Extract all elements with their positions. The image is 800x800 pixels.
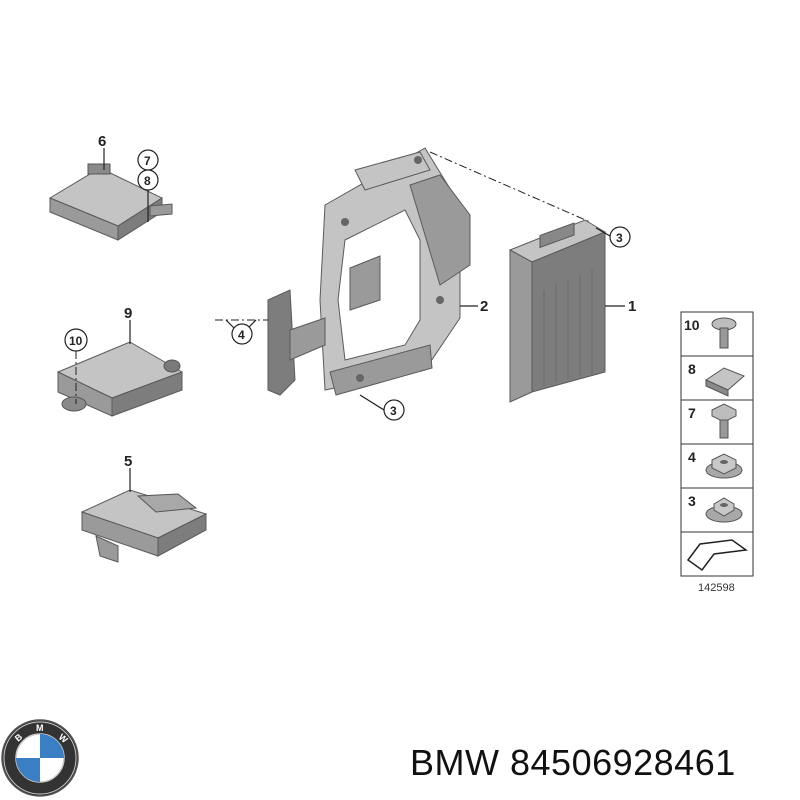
part-2-bracket: [267, 147, 471, 396]
callout-3a: 3: [616, 231, 623, 245]
callout-4-circle: [231, 323, 253, 345]
nut-icon: [705, 497, 743, 523]
clip-nut-icon: [704, 367, 745, 397]
callout-1: 1: [628, 298, 636, 315]
svg-text:B: B: [13, 731, 25, 743]
callout-8: 8: [144, 174, 151, 188]
callout-3a-circle: [609, 226, 631, 248]
part-1-control-unit: [508, 219, 607, 403]
legend-item-4: 4: [688, 449, 696, 465]
callout-4: 4: [238, 328, 245, 342]
footer-part-label: BMW 84506928461: [410, 742, 736, 784]
callout-7: 7: [144, 154, 151, 168]
bmw-logo: B M W: [1, 719, 79, 797]
part-5-module: [80, 489, 208, 563]
legend-item-7: 7: [688, 405, 696, 421]
bolt-icon: [711, 403, 737, 439]
screw-icon: [711, 317, 737, 349]
callout-10: 10: [69, 334, 83, 348]
callout-5: 5: [124, 453, 132, 470]
part-6-module: [48, 163, 173, 241]
diagram-ref-number: 142598: [698, 582, 735, 594]
callout-9: 9: [124, 305, 132, 322]
legend-item-10: 10: [684, 317, 700, 333]
part-9-module: [56, 341, 184, 417]
callout-3b-circle: [383, 399, 405, 421]
footer-part-number: 84506928461: [510, 742, 736, 783]
footer-brand: BMW: [410, 742, 500, 783]
callout-3b: 3: [390, 404, 397, 418]
callout-2: 2: [480, 298, 488, 315]
callout-6: 6: [98, 133, 106, 150]
direction-arrow-icon: [686, 539, 748, 572]
legend-item-3: 3: [688, 493, 696, 509]
legend-item-8: 8: [688, 361, 696, 377]
fastener-legend: 10 8 7 4 3: [680, 311, 754, 577]
svg-text:M: M: [36, 723, 44, 733]
flange-nut-icon: [705, 453, 743, 479]
